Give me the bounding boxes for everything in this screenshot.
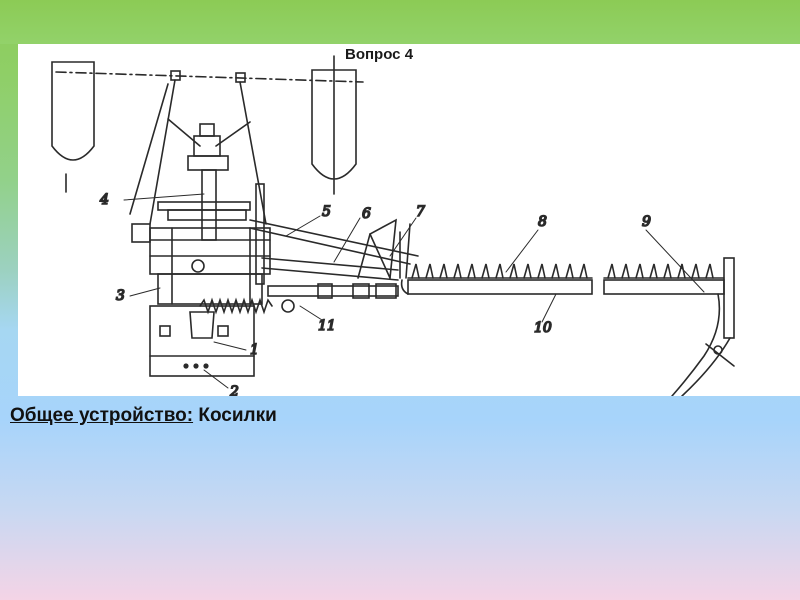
callout-8: 8 — [538, 214, 547, 230]
axle-line — [55, 71, 364, 83]
hitch-frame — [129, 79, 267, 225]
callout-2: 2 — [229, 384, 239, 396]
spring — [199, 297, 273, 315]
central-column — [157, 123, 251, 241]
callout-11: 11 — [318, 318, 336, 334]
lift-bracket — [357, 218, 411, 279]
callout-5: 5 — [322, 204, 331, 220]
outer-shoe — [671, 257, 735, 396]
caption-subject: Косилки — [198, 405, 277, 426]
cutter-bar-left — [400, 263, 593, 295]
connecting-rod — [267, 283, 399, 299]
callout-6: 6 — [362, 206, 371, 222]
mower-diagram: 1 2 3 4 5 6 7 8 9 10 11 — [51, 55, 735, 396]
thrust-rods — [249, 183, 419, 285]
callout-9: 9 — [642, 214, 651, 230]
callout-7: 7 — [416, 204, 425, 220]
question-label: Вопрос 4 — [345, 46, 414, 63]
callout-3: 3 — [116, 288, 125, 304]
frame-body — [131, 223, 271, 305]
callout-1: 1 — [250, 342, 259, 358]
callout-10: 10 — [534, 320, 552, 336]
leader-lines — [123, 193, 705, 389]
caption-prefix: Общее устройство: — [10, 405, 194, 426]
spring-pivot — [281, 299, 295, 313]
diagram-panel: 1 2 3 4 5 6 7 8 9 10 11 Вопрос 4 — [18, 44, 800, 396]
right-wheel — [311, 55, 357, 195]
left-wheel — [51, 61, 95, 193]
lower-box — [149, 305, 255, 377]
callout-4: 4 — [99, 192, 109, 208]
slide-top-band — [0, 0, 800, 44]
cutter-bar-right — [603, 263, 725, 295]
slide-caption: Общее устройство: Косилки — [10, 405, 277, 427]
